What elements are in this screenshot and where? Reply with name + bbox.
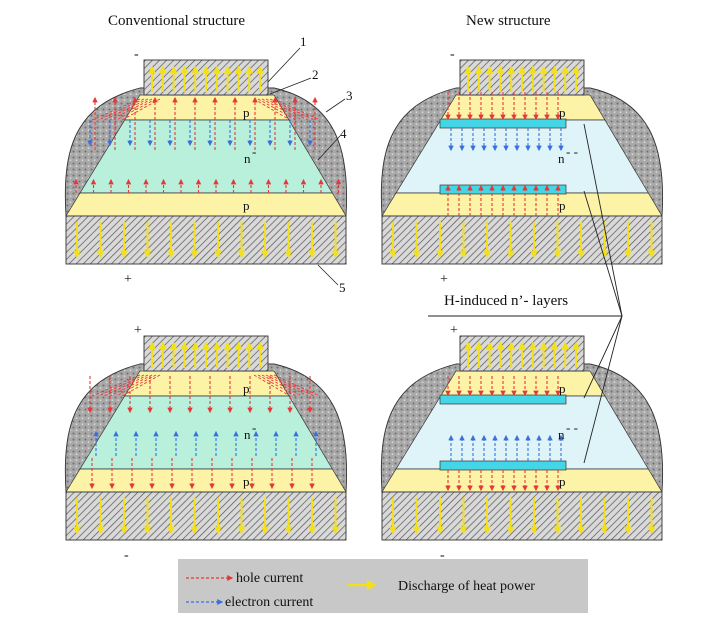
polarity-bottom: +: [440, 272, 448, 287]
h-layers-pointer-2: [583, 190, 623, 317]
fan-line: [103, 374, 149, 397]
callout-line-2: [269, 77, 312, 95]
polarity-top: -: [134, 47, 139, 62]
base-contact-metal: [381, 215, 663, 265]
fan-line: [261, 98, 303, 121]
h-layers-pointer-1: [583, 123, 623, 317]
label-p-bottom: p: [243, 474, 250, 489]
callout-line-3: [325, 98, 346, 113]
legend-hole-current: hole current: [236, 571, 303, 586]
fan-line: [273, 374, 321, 397]
fan-line: [269, 374, 315, 397]
label-p-bottom: p: [559, 474, 566, 489]
h-layers-annotation: H-induced n’- layers: [428, 123, 623, 464]
h-induced-layer-top: [439, 118, 567, 129]
legend-heat: Discharge of heat power: [398, 579, 535, 594]
fan-line: [257, 374, 297, 397]
label-n-superscript: - -: [566, 420, 578, 435]
panel-new-forward: p p n- - - +: [380, 47, 664, 287]
label-p-bottom: p: [243, 198, 250, 213]
callout-3: 3: [346, 88, 353, 103]
fan-line: [121, 98, 161, 121]
fan-line: [109, 374, 153, 397]
label-n-superscript: -: [252, 144, 256, 159]
panel-new-reverse: p p n- - + -: [380, 323, 664, 563]
fan-line: [91, 98, 141, 121]
label-p-top: p: [559, 381, 566, 396]
polarity-top: -: [450, 47, 455, 62]
p-layer-bottom: [381, 192, 663, 217]
label-p-top: p: [559, 105, 566, 120]
fan-line: [253, 98, 291, 121]
fan-line: [253, 374, 291, 397]
n-base-layer: [79, 119, 333, 194]
base-contact-metal: [65, 215, 347, 265]
polarity-bottom: -: [124, 548, 129, 563]
callout-4: 4: [340, 126, 347, 141]
legend: hole current electron current Discharge …: [178, 559, 588, 613]
callout-line-5: [317, 264, 339, 286]
fan-line: [273, 98, 321, 121]
h-layers-pointer-4: [583, 315, 623, 464]
legend-electron-current: electron current: [225, 595, 313, 610]
label-p-top: p: [243, 381, 250, 396]
callout-line-1: [267, 47, 301, 83]
h-induced-layer-bottom: [439, 460, 567, 471]
label-p-top: p: [243, 105, 250, 120]
h-induced-layer-top: [439, 394, 567, 405]
fan-line: [97, 374, 145, 397]
base-contact-metal: [65, 491, 347, 541]
fan-line: [103, 98, 149, 121]
label-n-base: n: [558, 427, 565, 442]
n-base-layer: [79, 395, 333, 470]
n-base-layer: [395, 395, 649, 470]
label-n-superscript: - -: [566, 144, 578, 159]
polarity-top: +: [450, 323, 458, 338]
callout-1: 1: [300, 34, 307, 49]
p-layer-bottom: [65, 468, 347, 493]
fan-line: [115, 374, 157, 397]
label-n-superscript: -: [252, 420, 256, 435]
h-layers-pointer-3: [583, 315, 623, 399]
fan-line: [121, 374, 161, 397]
callout-2: 2: [312, 67, 319, 82]
title-conventional: Conventional structure: [108, 13, 245, 29]
fan-line: [115, 98, 157, 121]
p-layer-top: [124, 370, 290, 397]
p-layer-top: [440, 94, 606, 121]
fan-line: [261, 374, 303, 397]
callouts: 1 2 3 4 5: [267, 34, 353, 295]
polarity-bottom: -: [440, 548, 445, 563]
callout-5: 5: [339, 280, 346, 295]
callout-line-4: [317, 135, 341, 161]
legend-box: [178, 559, 588, 613]
panel-conventional-forward: ppn--+: [64, 47, 348, 287]
label-n-base: n: [244, 151, 251, 166]
p-layer-top: [124, 94, 290, 121]
p-layer-bottom: [65, 192, 347, 217]
fan-line: [91, 374, 141, 397]
title-new: New structure: [466, 13, 551, 29]
fan-line: [97, 98, 145, 121]
p-layer-top: [440, 370, 606, 397]
label-p-bottom: p: [559, 198, 566, 213]
label-n-base: n: [244, 427, 251, 442]
fan-line: [265, 98, 309, 121]
n-base-layer: [395, 119, 649, 194]
polarity-bottom: +: [124, 272, 132, 287]
panel-conventional-reverse: ppn-+-: [64, 323, 348, 563]
fan-line: [265, 374, 309, 397]
label-n-base: n: [558, 151, 565, 166]
fan-line: [109, 98, 153, 121]
polarity-top: +: [134, 323, 142, 338]
fan-line: [257, 98, 297, 121]
fan-line: [269, 98, 315, 121]
base-contact-metal: [381, 491, 663, 541]
p-layer-bottom: [381, 468, 663, 493]
h-layers-label: H-induced n’- layers: [444, 293, 568, 309]
